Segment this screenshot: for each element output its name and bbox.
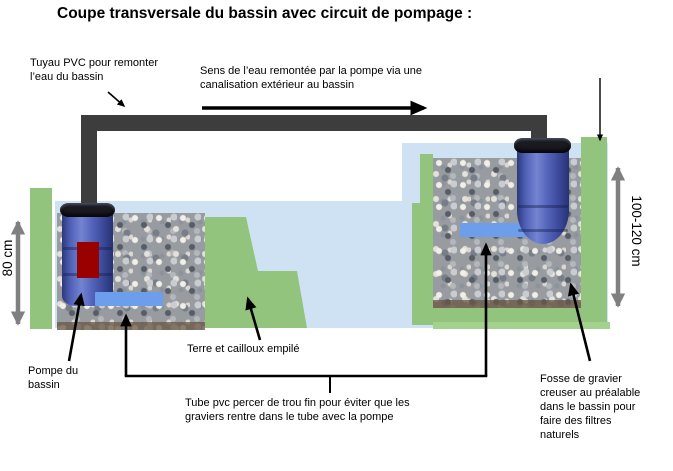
annotation-terre: Terre et cailloux empilé	[187, 343, 300, 355]
fosse-left-wall-top	[420, 154, 433, 204]
pvc-pipe-left-drop	[81, 115, 97, 208]
pvc-pipe-horizontal	[81, 115, 547, 131]
tuyau-leader-arrow-icon	[107, 91, 126, 108]
dimension-label-left: 80 cm	[0, 239, 15, 277]
annotation-sens-eau: Sens de l’eau remontée par la pompe via …	[200, 65, 422, 91]
perforated-tube-right	[460, 223, 527, 237]
fosse-bottom-slab	[412, 308, 607, 325]
fosse-bottom-lip	[433, 322, 610, 329]
perforated-tube-left	[95, 292, 163, 306]
fosse-left-wall	[412, 203, 433, 325]
annotation-pompe: Pompe du bassin	[28, 365, 79, 391]
barrel-ridge	[518, 229, 568, 232]
fosse-right-wall	[581, 137, 607, 325]
filter-barrel	[514, 138, 571, 244]
barrel-lid	[60, 203, 115, 217]
annotation-fosse: Fosse de gravier creuser au préalable da…	[540, 373, 641, 441]
left-liner-wall	[30, 188, 52, 329]
barrel-body	[517, 145, 569, 244]
soil-bottom-line	[57, 322, 205, 330]
barrel-ridge	[518, 205, 568, 208]
pump-red-box	[77, 242, 99, 278]
diagram-title: Coupe transversale du bassin avec circui…	[57, 5, 473, 22]
annotation-tuyau-pvc: Tuyau PVC pour remonter l’eau du bassin	[30, 57, 158, 83]
pump-barrel	[60, 203, 115, 306]
annotation-tube-pvc: Tube pvc percer de trou fin pour éviter …	[185, 397, 410, 423]
soil-bottom-line	[433, 300, 581, 308]
dimension-label-right: 100-120 cm	[629, 195, 644, 267]
barrel-lid	[514, 138, 571, 153]
